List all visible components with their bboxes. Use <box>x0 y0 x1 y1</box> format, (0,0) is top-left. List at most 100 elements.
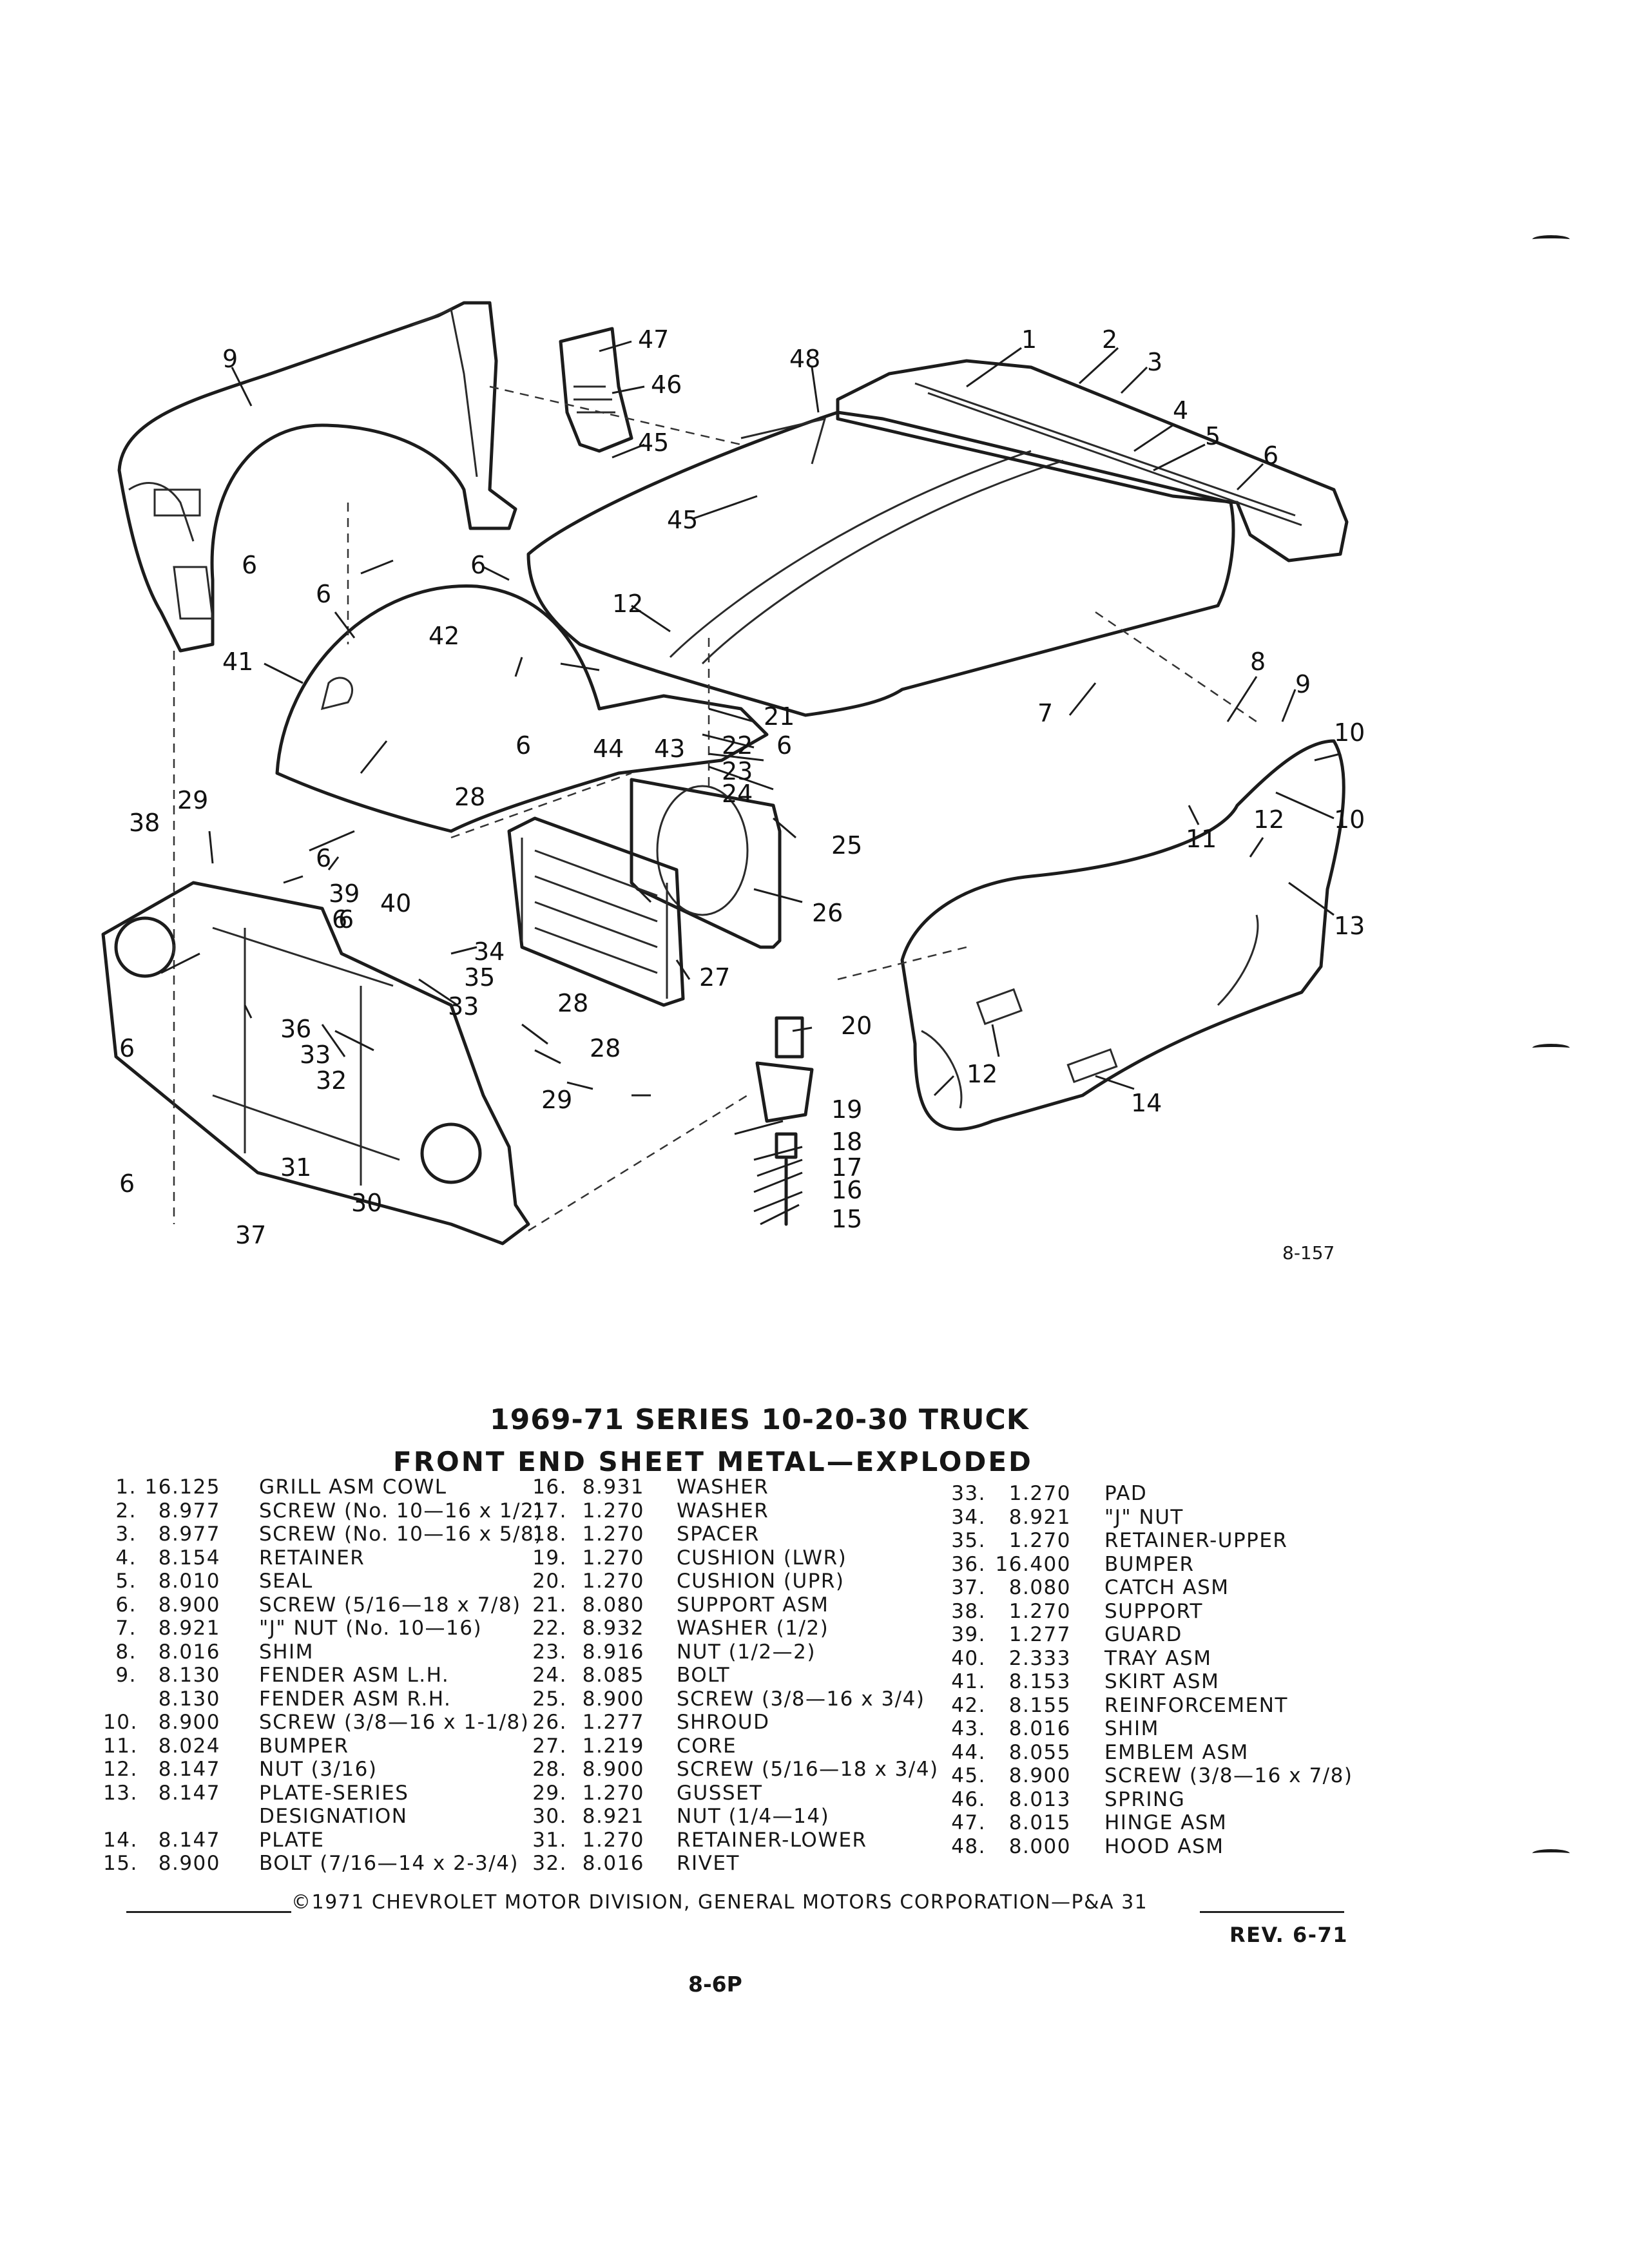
part-description: SPRING <box>1104 1787 1186 1811</box>
callout-33b: 33 <box>448 992 479 1021</box>
part-group-code: 2.333 <box>1008 1646 1071 1670</box>
part-number: 23. <box>532 1640 567 1664</box>
part-group-code: 8.055 <box>1008 1740 1071 1764</box>
part-number: 32. <box>532 1852 567 1875</box>
parts-list-row: 11. 8.024 BUMPER <box>103 1735 543 1758</box>
part-description: SCREW (No. 10—16 x 1/2) <box>259 1499 543 1523</box>
callout-37: 37 <box>235 1221 266 1249</box>
part-description: SUPPORT ASM <box>677 1593 829 1617</box>
part-group-code: 1.270 <box>1008 1482 1071 1505</box>
page-subtitle: FRONT END SHEET METAL—EXPLODED <box>393 1446 1033 1477</box>
part-description: BUMPER <box>259 1734 349 1758</box>
callout-39: 39 <box>329 879 360 908</box>
callout-1: 1 <box>1021 325 1037 354</box>
part-number: 44. <box>951 1740 986 1764</box>
part-description: SKIRT ASM <box>1104 1670 1220 1693</box>
callout-24: 24 <box>722 780 753 808</box>
figure-code: 8-157 <box>1282 1242 1335 1264</box>
parts-list-row: DESIGNATION <box>103 1805 543 1829</box>
callout-5: 5 <box>1205 422 1220 450</box>
assembly-line-6 <box>1095 611 1257 723</box>
part-number: 26. <box>532 1711 567 1734</box>
callout-43: 43 <box>654 735 685 763</box>
skirt-drawing <box>275 584 769 833</box>
callouts-layer: 1 2 3 4 5 6 6 6 6 6 6 6 6 6 6 6 7 8 9 9 … <box>119 325 1365 1249</box>
callout-33a: 33 <box>300 1041 331 1069</box>
revision-label: REV. 6-71 <box>1229 1923 1349 1947</box>
assembly-line-5 <box>837 946 967 981</box>
callout-18: 18 <box>831 1128 862 1156</box>
part-group-code: 8.015 <box>1008 1811 1071 1834</box>
part-group-code: 8.000 <box>1008 1834 1071 1858</box>
part-description: NUT (1/4—14) <box>677 1805 830 1828</box>
part-group-code: 8.900 <box>158 1852 220 1875</box>
callout-40: 40 <box>380 889 411 918</box>
part-number: 19. <box>532 1546 567 1570</box>
page-number: 8-6P <box>688 1972 742 1997</box>
edge-mark-top <box>1532 235 1570 244</box>
part-description: TRAY ASM <box>1104 1646 1212 1670</box>
callout-16: 16 <box>831 1176 862 1204</box>
callout-31: 31 <box>280 1153 311 1182</box>
part-number: 11. <box>103 1734 138 1758</box>
part-group-code: 8.977 <box>158 1499 220 1523</box>
part-group-code: 8.147 <box>158 1781 220 1805</box>
part-number: 29. <box>532 1781 567 1805</box>
part-description: CORE <box>677 1734 737 1758</box>
part-group-code: 8.024 <box>158 1734 220 1758</box>
callout-48: 48 <box>789 345 820 373</box>
part-description: HOOD ASM <box>1104 1834 1224 1858</box>
part-group-code: 8.147 <box>158 1758 220 1781</box>
callout-2: 2 <box>1102 325 1117 354</box>
callout-32: 32 <box>316 1066 347 1095</box>
part-number: 43. <box>951 1717 986 1740</box>
part-description: REINFORCEMENT <box>1104 1693 1288 1717</box>
footer-rule-left <box>126 1911 291 1913</box>
part-description: HINGE ASM <box>1104 1811 1228 1834</box>
part-group-code: 1.270 <box>582 1570 644 1593</box>
part-description: NUT (3/16) <box>259 1758 378 1781</box>
part-group-code: 16.400 <box>995 1552 1071 1576</box>
callout-6j: 6 <box>119 1169 135 1198</box>
part-number: 20. <box>532 1570 567 1593</box>
right-fender-drawing <box>900 739 1345 1131</box>
part-description: CATCH ASM <box>1104 1576 1229 1599</box>
edge-mark-middle <box>1532 1044 1570 1052</box>
part-number: 45. <box>951 1764 986 1787</box>
part-number: 16. <box>532 1475 567 1499</box>
part-number: 17. <box>532 1499 567 1523</box>
part-group-code: 8.130 <box>158 1687 220 1711</box>
part-group-code: 8.932 <box>582 1617 644 1640</box>
callout-46: 46 <box>651 370 682 399</box>
callout-10b: 10 <box>1334 805 1365 834</box>
callout-12a: 12 <box>612 590 643 618</box>
part-group-code: 8.921 <box>158 1617 220 1640</box>
part-description: RIVET <box>677 1852 740 1875</box>
part-description: WASHER (1/2) <box>677 1617 829 1640</box>
part-number: 24. <box>532 1664 567 1687</box>
hood-hinge-drawing <box>559 327 633 453</box>
assembly-line-4 <box>528 1094 748 1232</box>
parts-list-row: 34.8.921"J" NUT <box>947 1506 1353 1530</box>
part-group-code: 8.900 <box>158 1593 220 1617</box>
part-number: 34. <box>951 1505 986 1529</box>
